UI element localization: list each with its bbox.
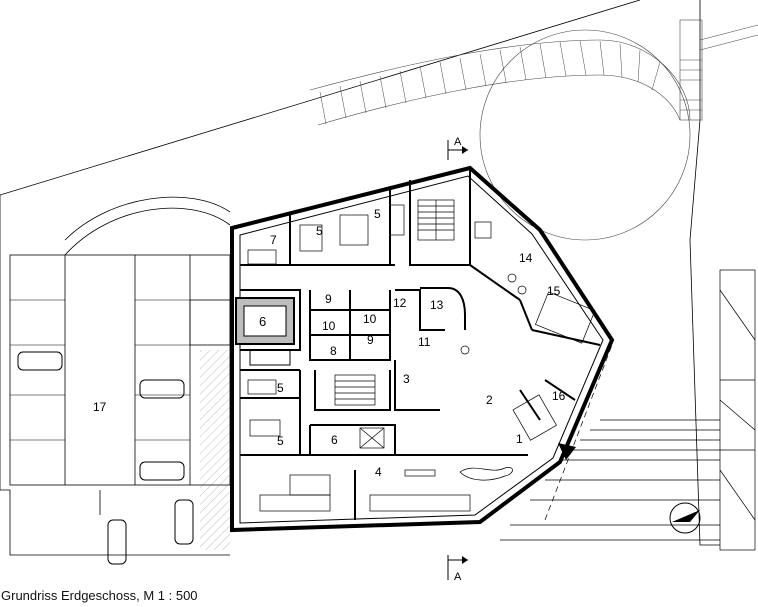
core-stair-6 bbox=[235, 297, 295, 366]
site-boundary bbox=[0, 0, 720, 556]
room-label: 12 bbox=[393, 296, 407, 310]
car-park bbox=[9, 196, 231, 565]
room-label: 13 bbox=[430, 298, 444, 312]
room-label: 5 bbox=[277, 434, 284, 448]
building-outline bbox=[230, 165, 615, 533]
room-label: 14 bbox=[519, 251, 533, 265]
room-label: 10 bbox=[322, 319, 336, 333]
interior-walls bbox=[240, 170, 601, 520]
room-numbers: 1 2 3 4 5 5 5 5 6 6 7 8 9 9 10 10 11 12 … bbox=[93, 207, 566, 479]
landscape-steps bbox=[500, 269, 756, 551]
room-label: 6 bbox=[259, 314, 266, 329]
room-label: 9 bbox=[325, 292, 332, 306]
room-label: 16 bbox=[552, 389, 566, 403]
room-label: 5 bbox=[374, 207, 381, 221]
room-label: 17 bbox=[93, 400, 107, 414]
room-label: 3 bbox=[403, 372, 410, 386]
entrance-marker bbox=[558, 443, 576, 460]
room-label: 8 bbox=[330, 344, 337, 358]
room-label: 5 bbox=[316, 224, 323, 238]
room-label: 2 bbox=[486, 393, 493, 407]
section-marker-top: A bbox=[447, 136, 468, 160]
section-label-top: A bbox=[454, 136, 462, 148]
plan-caption: Grundriss Erdgeschoss, M 1 : 500 bbox=[1, 588, 198, 603]
room-label: 6 bbox=[331, 433, 338, 447]
room-label: 10 bbox=[363, 312, 377, 326]
room-label: 5 bbox=[277, 381, 284, 395]
room-label: 15 bbox=[547, 284, 561, 298]
section-label-bottom: A bbox=[454, 571, 462, 583]
room-label: 11 bbox=[418, 335, 431, 349]
building-inner-line bbox=[239, 175, 604, 524]
room-label: 1 bbox=[516, 432, 523, 446]
stairs bbox=[334, 199, 557, 449]
furniture bbox=[247, 204, 596, 512]
room-label: 9 bbox=[367, 333, 374, 347]
north-arrow-icon bbox=[669, 502, 701, 534]
landscape-path bbox=[309, 19, 758, 241]
room-label: 4 bbox=[375, 465, 382, 479]
section-marker-bottom: A bbox=[447, 555, 468, 583]
room-label: 7 bbox=[270, 233, 277, 247]
